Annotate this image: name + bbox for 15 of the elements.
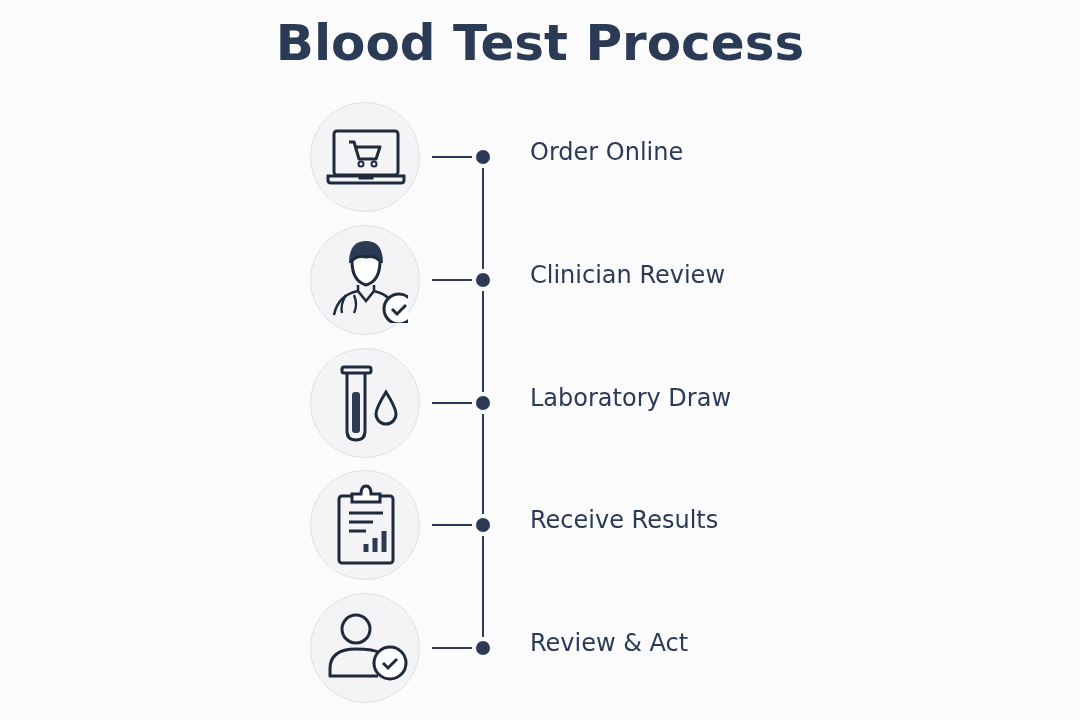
connector-line: [482, 290, 484, 393]
connector-line: [482, 535, 484, 638]
connector-line: [431, 524, 473, 526]
connector-line: [431, 156, 473, 158]
diagram-title: Blood Test Process: [274, 14, 806, 72]
connector-line: [482, 167, 484, 270]
step-label: Laboratory Draw: [530, 383, 732, 413]
step-label: Review & Act: [530, 628, 689, 658]
step-label: Receive Results: [530, 505, 719, 535]
connector-line: [431, 647, 473, 649]
connector-line: [431, 402, 473, 404]
step-label: Clinician Review: [530, 260, 725, 290]
step-label: Order Online: [530, 137, 684, 167]
connector-line: [431, 279, 473, 281]
connector-line: [482, 413, 484, 515]
